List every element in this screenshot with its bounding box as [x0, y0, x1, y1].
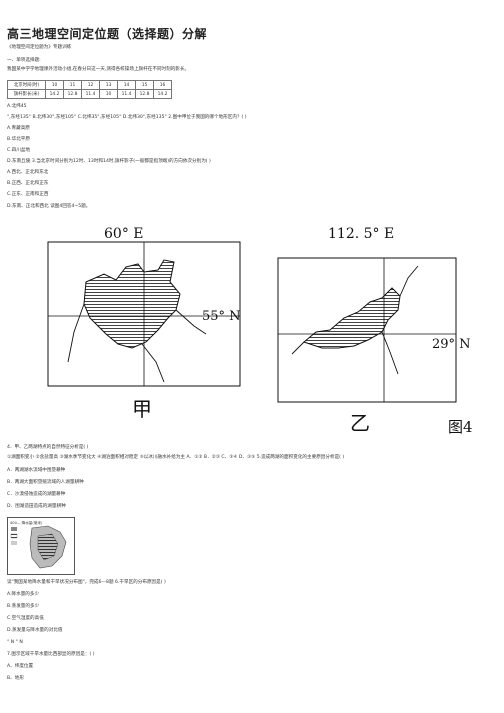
table-cell: 北京时间(时): [7, 80, 46, 90]
question-text: ①湖面积变小 ②含盐量高 ③湖水季节变化大 ④湖泊面积相对稳定 ⑤以冰川融水补给…: [7, 455, 345, 460]
precipitation-map-graphic: 400— 降水量(毫米): [10, 520, 67, 569]
table-cell: 10: [45, 80, 64, 90]
question-text: 4．甲、乙两湖特点的自然特征分析是( ): [7, 445, 89, 450]
figure-4-maps: 60° E 55° N 甲 112. 5° E 29° N 乙 图4: [47, 226, 473, 436]
legend-swatch: [11, 541, 17, 545]
question-text: A.北纬45: [7, 104, 27, 109]
option-text: C.空气湿度的高低: [7, 616, 44, 621]
legend-swatch: [10, 533, 18, 539]
question-text: 7.图示区域干旱水量比西部显的原因是：( ): [7, 652, 95, 657]
right-map-name: 乙: [350, 411, 370, 435]
page-title: 高三地理空间定位题（选择题）分解: [7, 27, 208, 41]
right-shoreline: [291, 265, 419, 375]
figure-4: 60° E 55° N 甲 112. 5° E 29° N 乙 图4: [46, 222, 486, 438]
table-cell: 16: [153, 80, 172, 90]
left-lat-label: 55° N: [202, 309, 241, 324]
option-text: C．沙漠侵蚀造成的湖量耕种: [7, 492, 66, 497]
right-map-frame: [277, 257, 457, 403]
option-text: B.正西、正北和正东: [7, 181, 49, 186]
option-text: A.降水量的多少: [7, 592, 40, 597]
option-text: A、纬度位置: [7, 664, 34, 669]
table-cell: 13: [99, 80, 118, 90]
section-heading: 一、单项选择题:: [7, 58, 41, 63]
option-text: B.华北平原: [7, 137, 30, 142]
option-text: A.西北、正北和东北: [7, 170, 49, 175]
option-text: B、地形: [7, 676, 24, 681]
dry-area-shape: [37, 533, 59, 561]
option-text: D．围湖造田造成的湖量耕种: [7, 504, 66, 509]
right-lon-label: 112. 5° E: [328, 226, 394, 242]
table-cell: 14.2: [45, 89, 64, 99]
option-text: D.东南、正北和西北 读图4回答4~5题。: [7, 204, 91, 209]
legend-swatch: [11, 527, 17, 531]
subtitle: 《地理空间定位题为》专题训练: [7, 45, 72, 50]
option-text: D.蒸发量与降水量的对比值: [7, 628, 63, 633]
option-text: D.东南丘陵 3.当北京时间分别为12时、13时和14时,旗杆影子(一般都是指顶…: [7, 159, 211, 164]
option-text: C.正东、正南和正西: [7, 192, 49, 197]
question-text: 读"我国某地降水量和干旱状况分布图"，完成6—8题 6.干旱区的分布原因是( ): [7, 580, 166, 585]
table-cell: 12: [81, 80, 100, 90]
table-cell: 10: [99, 89, 118, 99]
table-cell: 14.2: [153, 89, 172, 99]
intro-text: 我国某中学学地理课外活动小组,在春分日这一天,测得各校操场上旗杆在不同时刻的影长…: [7, 67, 190, 72]
table-cell: 14: [117, 80, 136, 90]
lake-jia: [83, 259, 181, 349]
option-text: B.蒸发量的多少: [7, 604, 40, 609]
option-text: B．两湖大面积垦殖流域的人湖量耕种: [7, 480, 84, 485]
left-map-name: 甲: [132, 397, 152, 421]
question-text: ° N ° N: [7, 640, 23, 645]
question-text: °,东经135° B.北纬30°,东经105° C.北纬35°,东经105° D…: [7, 115, 247, 120]
legend-title: 400— 降水量(毫米): [10, 520, 43, 525]
option-text: A.青藏高原: [7, 126, 30, 131]
lake-yi: [302, 287, 401, 349]
figure-caption: 图4: [448, 418, 473, 436]
table-cell: 11.4: [81, 89, 100, 99]
table-cell: 11.4: [117, 89, 136, 99]
left-lon-label: 60° E: [104, 226, 143, 242]
precipitation-map: 400— 降水量(毫米): [7, 517, 75, 575]
right-lat-label: 29° N: [432, 337, 471, 352]
table-cell: 旗杆影长(米): [7, 89, 46, 99]
data-table: 北京时间(时) 10 11 12 13 14 15 16 旗杆影长(米) 14.…: [7, 80, 172, 99]
option-text: A．两湖湖水流域中围垦耕种: [7, 468, 66, 473]
option-text: C.四川盆地: [7, 148, 31, 153]
table-cell: 12.8: [135, 89, 154, 99]
table-row: 北京时间(时) 10 11 12 13 14 15 16: [7, 80, 172, 90]
table-row: 旗杆影长(米) 14.2 12.8 11.4 10 11.4 12.8 14.2: [7, 89, 172, 99]
left-shoreline: [67, 303, 207, 383]
table-cell: 12.8: [63, 89, 82, 99]
table-cell: 11: [63, 80, 82, 90]
table-cell: 15: [135, 80, 154, 90]
